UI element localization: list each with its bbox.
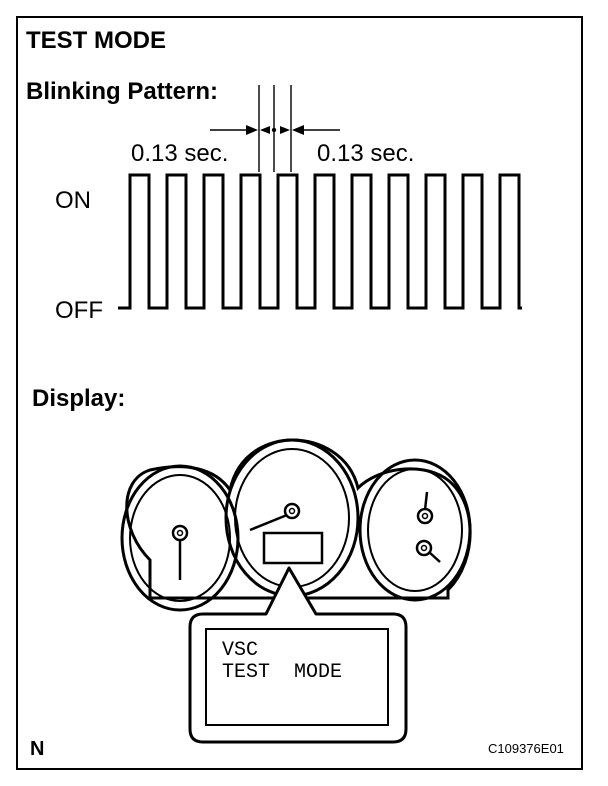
enlarged-display-text: VSC TEST MODE [222, 640, 342, 684]
right-gauge-dial [367, 468, 463, 592]
period-label-right: 0.13 sec. [317, 140, 415, 167]
right-gauge-ring [358, 458, 472, 602]
blink-waveform [118, 173, 522, 310]
period-label-left: 0.13 sec. [131, 140, 229, 167]
blinking-pattern-heading: Blinking Pattern: [26, 78, 219, 105]
on-label: ON [55, 187, 91, 214]
combination-meter [120, 438, 472, 612]
off-label: OFF [55, 297, 103, 324]
display-heading: Display: [32, 385, 126, 412]
gauge-needles [171, 491, 441, 580]
view-letter: N [30, 738, 45, 760]
enlarged-display [205, 628, 389, 726]
page-title: TEST MODE [26, 27, 167, 54]
lcd-line-2: TEST MODE [222, 661, 343, 684]
period-arrowheads [246, 125, 304, 135]
display-window [262, 531, 324, 565]
lcd-line-1: VSC [222, 639, 259, 662]
left-gauge-dial [129, 474, 231, 602]
figure-code: C109376E01 [488, 741, 564, 756]
